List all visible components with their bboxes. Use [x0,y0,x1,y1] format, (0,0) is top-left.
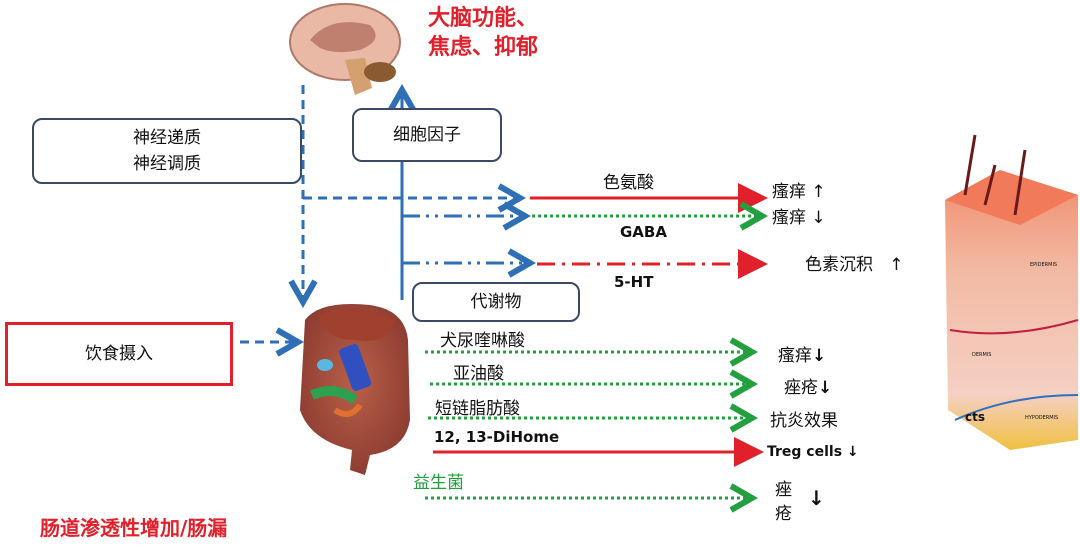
scfa-label: 短链脂肪酸 [435,399,520,419]
outcome-treg: Treg cells ↓ [767,444,859,460]
gaba-label: GABA [620,223,667,241]
tryptophan-label: 色氨酸 [603,173,654,193]
brain-effect-line: 焦虑、抑郁 [428,35,539,60]
outcome-text: 色素沉积 [805,255,873,275]
gut-leak-title: 肠道渗透性增加/肠漏 [40,516,228,540]
cytokine-box: 细胞因子 [352,108,502,162]
arrow-down-icon: ↓ [818,378,833,398]
metabolite-label: 代谢物 [470,292,522,312]
outcome-text: 瘙痒 [772,182,806,202]
cytokine-label: 细胞因子 [393,125,461,145]
arrow-up-icon: ↑ [811,182,826,202]
outcome-text: 疮 [775,504,792,524]
dihome-label: 12, 13-DiHome [434,428,560,446]
linoleic-acid-label: 亚油酸 [453,364,504,384]
skin-label-dermis: DERMIS [972,352,992,358]
kynurenic-acid-label: 犬尿喹啉酸 [440,331,525,351]
arrow-down-icon: ↓ [812,346,827,366]
outcome-pigmentation: 色素沉积 ↑ [805,250,903,275]
outcome-itch-down-2: 瘙痒↓ [778,341,826,366]
outcome-itch-up: 瘙痒 ↑ [772,177,826,202]
probiotics-label: 益生菌 [413,473,464,493]
skin-label-cts: cts [965,410,985,424]
outcome-text: 瘙痒 [772,208,806,228]
arrow-down-icon: ↓ [811,208,826,228]
outcome-text: 痤疮 [784,378,818,398]
outcome-anti-inflammatory: 抗炎效果 [770,411,838,431]
neurotransmitter-box: 神经递质 神经调质 [32,118,302,184]
arrow-up-icon: ↑ [889,255,904,275]
brain-effect-line: 大脑功能、 [428,6,539,31]
metabolite-box: 代谢物 [412,282,580,322]
neuro-box-line: 神经递质 [133,128,201,148]
gut-illustration [300,304,410,475]
skin-illustration [945,134,1079,450]
outcome-text: 痤 [775,480,792,500]
arrow-down-icon: ↓ [808,486,825,510]
outcome-acne-down: 痤疮↓ [784,373,832,398]
skin-label-epidermis: EPIDERMIS [1030,262,1058,268]
outcome-acne-probiotic: 痤 疮 [775,478,792,526]
arrow-down-icon: ↓ [846,444,859,460]
neuro-box-line: 神经调质 [133,154,201,174]
diet-label: 饮食摄入 [85,344,153,364]
brain-effect-text: 大脑功能、 焦虑、抑郁 [428,4,538,62]
skin-label-hypodermis: HYPODERMIS [1025,415,1059,421]
outcome-text: Treg cells [767,444,843,460]
5ht-label: 5-HT [614,273,654,291]
diet-intake-box: 饮食摄入 [5,322,233,386]
brain-illustration [289,3,401,95]
outcome-itch-down: 瘙痒 ↓ [772,203,826,228]
outcome-text: 瘙痒 [778,346,812,366]
